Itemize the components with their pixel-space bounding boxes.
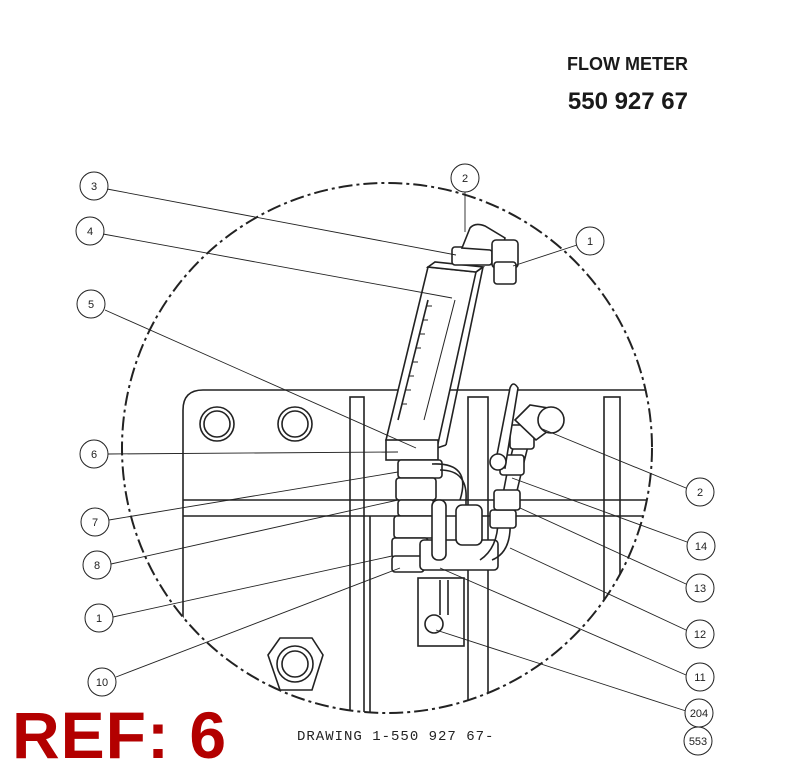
svg-text:2: 2: [462, 173, 468, 185]
callout-204: 204: [684, 698, 714, 728]
hex-nut: [267, 637, 324, 691]
svg-text:204: 204: [690, 708, 708, 720]
svg-text:6: 6: [91, 449, 97, 461]
svg-text:7: 7: [92, 517, 98, 529]
detail-circle: [121, 182, 653, 714]
drawing-number: DRAWING 1-550 927 67-: [297, 729, 495, 745]
svg-text:553: 553: [689, 736, 707, 748]
side-hose: [479, 383, 565, 561]
svg-text:10: 10: [96, 677, 108, 689]
callout-11: 11: [685, 662, 715, 692]
callout-5: 5: [76, 289, 106, 319]
callout-14: 14: [686, 531, 716, 561]
callout-12: 12: [685, 619, 715, 649]
callout-4: 4: [75, 216, 105, 246]
callout-1-left: 1: [84, 603, 114, 633]
svg-text:14: 14: [695, 541, 707, 553]
callout-8: 8: [82, 550, 112, 580]
svg-text:2: 2: [697, 487, 703, 499]
diagram-title: FLOW METER: [567, 54, 688, 74]
callout-10: 10: [87, 667, 117, 697]
ref-label: REF: 6: [12, 698, 228, 772]
svg-text:8: 8: [94, 560, 100, 572]
callout-1-top: 1: [575, 226, 605, 256]
callout-553: 553: [683, 726, 713, 756]
callout-3: 3: [79, 171, 109, 201]
svg-text:1: 1: [587, 236, 593, 248]
svg-text:5: 5: [88, 299, 94, 311]
callout-13: 13: [685, 573, 715, 603]
part-number: 550 927 67: [567, 88, 688, 115]
svg-text:4: 4: [87, 226, 93, 238]
callout-2-right: 2: [685, 477, 715, 507]
top-elbow-fitting: [451, 223, 519, 285]
mounting-frame: [182, 389, 652, 700]
svg-text:3: 3: [91, 181, 97, 193]
svg-text:12: 12: [694, 629, 706, 641]
frame-hole-right: [277, 406, 313, 442]
callout-7: 7: [80, 507, 110, 537]
lower-fitting-stack: [385, 439, 499, 573]
callout-6: 6: [79, 439, 109, 469]
frame-hole-left: [199, 406, 235, 442]
svg-text:13: 13: [694, 583, 706, 595]
svg-text:11: 11: [694, 672, 705, 684]
svg-text:1: 1: [96, 613, 102, 625]
callout-2-top: 2: [450, 163, 480, 193]
